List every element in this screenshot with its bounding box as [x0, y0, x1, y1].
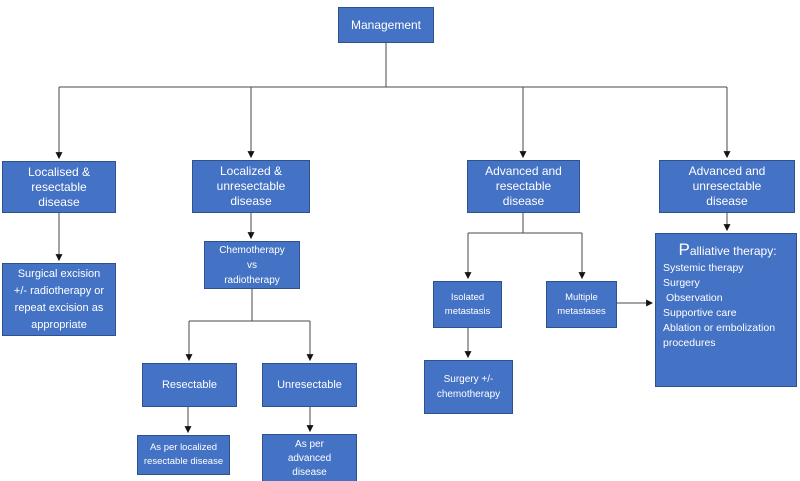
node-palliative-therapy: Palliative therapy: Systemic therapy Sur…	[655, 233, 797, 387]
node-multiple-metastases: Multiple metastases	[546, 281, 617, 328]
node-management: Management	[338, 7, 434, 43]
node-chemotherapy-vs-radiotherapy: Chemotherapy vs radiotherapy	[204, 241, 300, 289]
node-surgical-excision: Surgical excision +/- radiotherapy or re…	[2, 263, 116, 336]
node-localized-unresectable-disease: Localized & unresectable disease	[192, 160, 310, 213]
palliative-item-surgery: Surgery	[663, 277, 700, 289]
node-advanced-unresectable-disease: Advanced and unresectable disease	[659, 160, 795, 213]
palliative-heading-initial: P	[678, 240, 690, 259]
palliative-heading: Palliative therapy:	[663, 240, 792, 261]
palliative-item-supportive-care: Supportive care	[663, 307, 737, 319]
palliative-item-systemic-therapy: Systemic therapy	[663, 262, 744, 274]
palliative-heading-rest: alliative therapy:	[689, 244, 777, 258]
palliative-item-observation: Observation	[666, 292, 723, 304]
node-resectable: Resectable	[142, 363, 237, 407]
node-as-per-localized-resectable: As per localized resectable disease	[137, 435, 230, 475]
node-isolated-metastasis: Isolated metastasis	[433, 281, 502, 328]
node-surgery-chemotherapy: Surgery +/- chemotherapy	[424, 360, 513, 414]
palliative-item-ablation-embolization: Ablation or embolization procedures	[663, 322, 776, 349]
node-localised-resectable-disease: Localised & resectable disease	[2, 161, 116, 213]
node-as-per-advanced-disease: As per advanced disease	[262, 434, 357, 481]
node-unresectable: Unresectable	[262, 363, 357, 407]
node-advanced-resectable-disease: Advanced and resectable disease	[467, 160, 580, 213]
